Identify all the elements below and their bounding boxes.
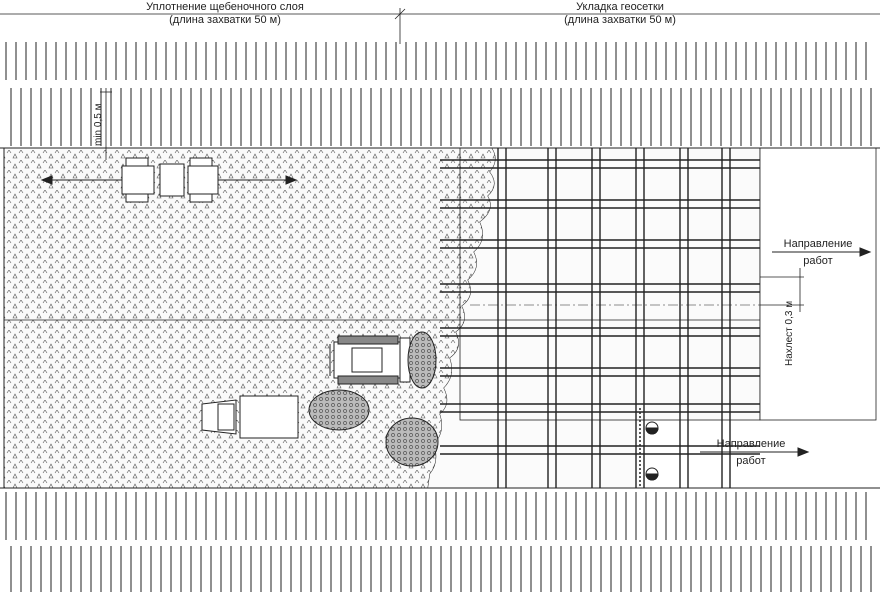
gravel-pile [407, 331, 437, 389]
direction-label-lower: Направление работ [716, 438, 786, 467]
header-right: Укладка геосетки (длина захватки 50 м) [520, 1, 720, 27]
min-offset-label: min 0,5 м [93, 103, 104, 146]
header-dimension-line [0, 8, 880, 44]
header-left: Уплотнение щебеночного слоя (длина захва… [110, 1, 340, 27]
roller-compactor-icon [40, 157, 298, 203]
marker-post-icon [645, 421, 659, 435]
geogrid [428, 147, 761, 488]
header-right-subtitle: (длина захватки 50 м) [564, 14, 676, 26]
overlap-label: Нахлест 0,3 м [784, 300, 795, 366]
direction-arrow-lower [700, 447, 810, 457]
gravel-pile [308, 389, 370, 431]
header-right-title: Укладка геосетки [576, 1, 664, 13]
header-left-subtitle: (длина захватки 50 м) [169, 14, 281, 26]
bulldozer-icon [329, 335, 411, 385]
verge-bottom [5, 492, 872, 592]
unprepared-area [759, 147, 877, 421]
header-left-title: Уплотнение щебеночного слоя [146, 1, 304, 13]
overlap-dimension [760, 268, 804, 312]
gravel-pile [385, 417, 439, 467]
direction-label-upper: Направление работ [783, 238, 853, 267]
marker-post-icon [645, 467, 659, 481]
verge-top [5, 42, 872, 146]
dump-truck-icon [201, 395, 299, 439]
direction-arrow-upper [772, 247, 872, 257]
